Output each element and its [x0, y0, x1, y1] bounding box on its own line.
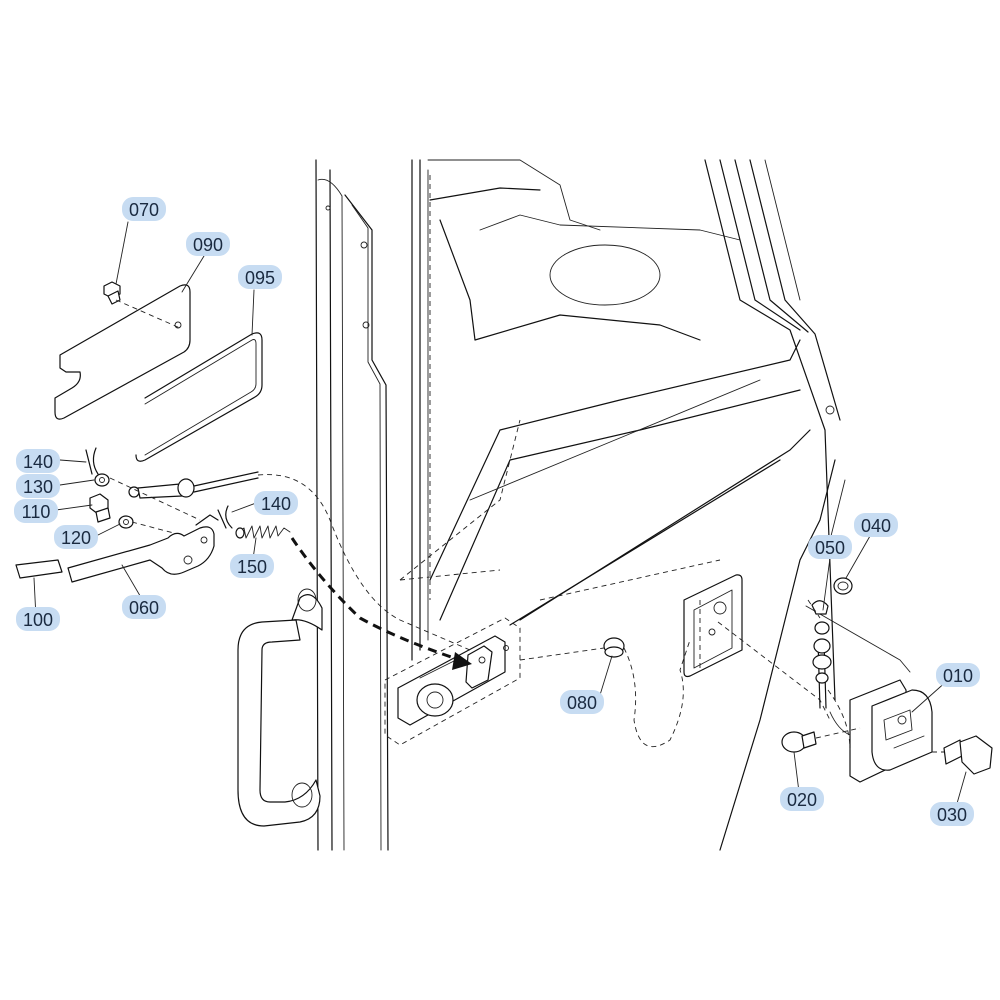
callout-140-left-text: 140: [23, 452, 53, 472]
lock-unit-010: [717, 577, 933, 783]
callout-110: 110: [14, 499, 58, 523]
callout-080-text: 080: [567, 693, 597, 713]
bolt-030: [932, 735, 993, 775]
callout-050-text: 050: [815, 538, 845, 558]
callout-020-text: 020: [787, 790, 817, 810]
callout-060: 060: [122, 595, 166, 619]
callout-095: 095: [238, 265, 282, 289]
callout-100: 100: [16, 607, 60, 631]
callout-050: 050: [808, 535, 852, 559]
callout-040-text: 040: [861, 516, 891, 536]
callout-080: 080: [560, 690, 604, 714]
spring-150: [217, 505, 291, 539]
lever-060: [15, 514, 219, 583]
routing-line: [290, 537, 461, 662]
callout-060-text: 060: [129, 598, 159, 618]
callout-070-text: 070: [129, 200, 159, 220]
callout-095-text: 095: [245, 268, 275, 288]
callout-130: 130: [16, 474, 60, 498]
seal-095: [135, 332, 263, 462]
door-lock-housing: [384, 617, 521, 746]
callout-030-text: 030: [937, 805, 967, 825]
callout-150: 150: [230, 554, 274, 578]
callout-150-text: 150: [237, 557, 267, 577]
callout-140-right: 140: [254, 491, 298, 515]
callout-120-text: 120: [61, 528, 91, 548]
callout-090-text: 090: [193, 235, 223, 255]
callout-140-left: 140: [16, 449, 60, 473]
callout-030: 030: [930, 802, 974, 826]
rod-cable: [128, 471, 471, 651]
callout-110-text: 110: [22, 502, 51, 522]
callout-010-text: 010: [943, 666, 973, 686]
cab-frame: [315, 159, 846, 851]
door-handle: [237, 588, 323, 827]
striker-plate: [683, 574, 743, 678]
callout-070: 070: [122, 197, 166, 221]
callout-010: 010: [936, 663, 980, 687]
cover-plate-090: [54, 284, 191, 420]
callout-040: 040: [854, 513, 898, 537]
grommet-080: [519, 637, 691, 748]
callout-020: 020: [780, 787, 824, 811]
callout-090: 090: [186, 232, 230, 256]
callout-100-text: 100: [23, 610, 53, 630]
callout-130-text: 130: [23, 477, 53, 497]
screw-020: [781, 727, 861, 753]
routing-arrowhead: [452, 652, 472, 670]
pins-washers: [85, 447, 201, 541]
bolt-070: [103, 281, 181, 329]
callout-120: 120: [54, 525, 98, 549]
callout-140-right-text: 140: [261, 494, 291, 514]
